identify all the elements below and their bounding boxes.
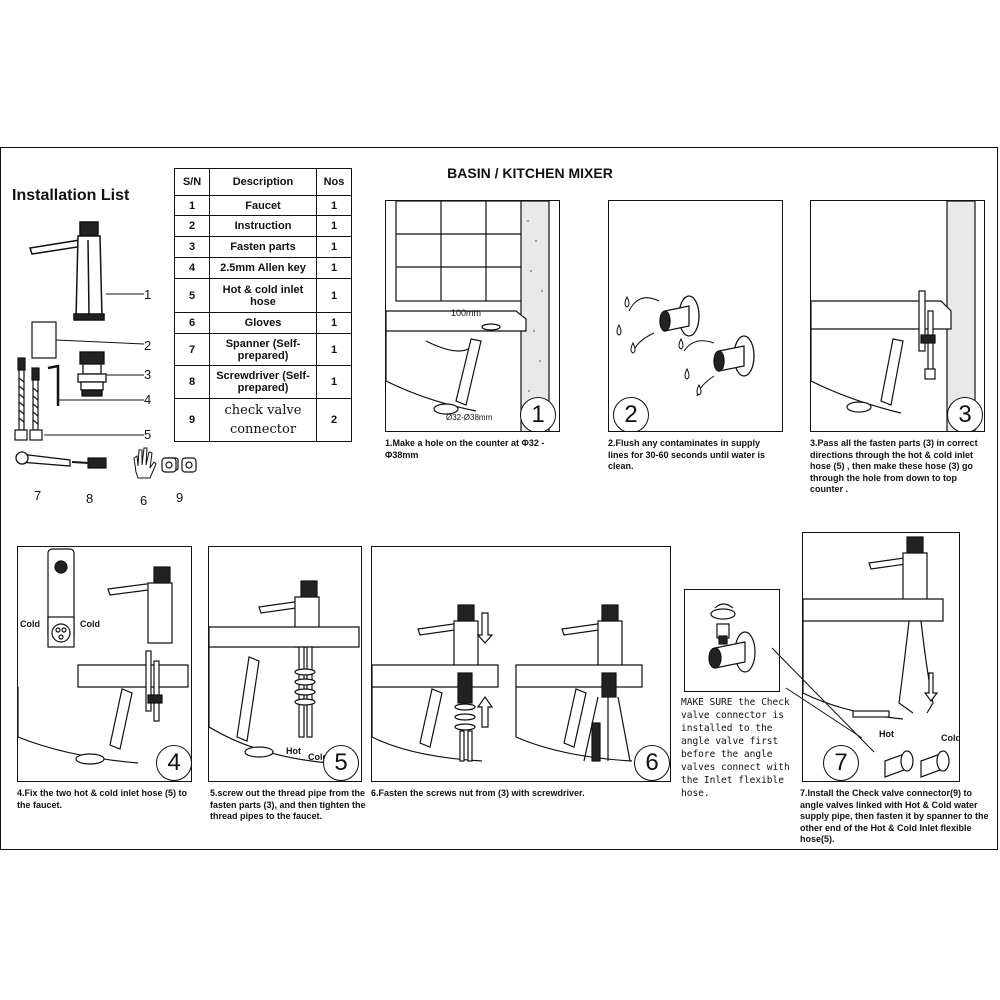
step-2-caption: 2.Flush any contaminates in supply lines…	[608, 438, 766, 471]
row-desc: check valve connector	[209, 398, 317, 442]
step-1-panel: 100mm Ø32-Ø38mm 1	[385, 200, 560, 432]
part-number-9: 9	[176, 490, 184, 505]
part-number-4: 4	[144, 392, 152, 407]
spanner-icon	[15, 451, 71, 467]
row-desc: Gloves	[209, 312, 317, 334]
instruction-sheet-icon	[31, 321, 57, 359]
step-4-label-cold-right: Cold	[80, 619, 100, 629]
screwdriver-icon	[71, 457, 107, 469]
step-3-number: 3	[947, 397, 983, 431]
step-7-number: 7	[823, 745, 859, 781]
allen-key-icon	[47, 364, 60, 406]
row-nos: 1	[316, 333, 352, 366]
step-4-label-cold-left: Cold	[20, 619, 40, 629]
step-4-number: 4	[156, 745, 191, 781]
check-valve-connector-icon	[708, 603, 756, 673]
step-7-leader-lines	[771, 647, 875, 753]
step-1-label-distance: 100mm	[451, 308, 482, 318]
step-7-caption: 7.Install the Check valve connector(9) t…	[800, 788, 989, 844]
step-6-number: 6	[634, 745, 670, 781]
row-nos: 1	[316, 312, 352, 334]
part-number-3: 3	[144, 367, 152, 382]
header-sn: S/N	[174, 168, 210, 196]
check-valve-connector-icon	[161, 457, 197, 473]
row-nos: 2	[316, 398, 352, 442]
step-6-caption: 6.Fasten the screws nut from (3) with sc…	[371, 788, 585, 798]
part-number-1: 1	[144, 287, 152, 302]
step-1-caption: 1.Make a hole on the counter at Φ32 - Φ3…	[385, 438, 545, 460]
gloves-icon	[133, 447, 157, 479]
row-nos: 1	[316, 195, 352, 216]
faucet-part-icon	[29, 221, 105, 321]
step-1-number: 1	[520, 397, 556, 431]
make-sure-note: MAKE SURE the Check valve connector is i…	[681, 697, 790, 799]
row-nos: 1	[316, 365, 352, 399]
check-valve-detail-panel	[684, 589, 780, 692]
step-7-panel: Hot Cold 7	[802, 532, 960, 782]
parts-illustration	[14, 221, 179, 479]
step-4-panel: Cold Cold 4	[17, 546, 192, 782]
part-number-7: 7	[34, 488, 42, 503]
step-1-label-diameter: Ø32-Ø38mm	[446, 413, 493, 422]
step-4-caption: 4.Fix the two hot & cold inlet hose (5) …	[17, 788, 188, 810]
part-number-8: 8	[86, 491, 94, 506]
row-sn: 8	[174, 365, 210, 399]
step-7-label-hot: Hot	[879, 729, 894, 739]
step-3-caption: 3.Pass all the fasten parts (3) in corre…	[810, 438, 978, 494]
row-desc: 2.5mm Allen key	[209, 257, 317, 279]
row-desc: Hot & cold inlet hose	[209, 278, 317, 313]
row-desc: Faucet	[209, 195, 317, 216]
row-nos: 1	[316, 257, 352, 279]
part-number-6: 6	[140, 493, 148, 508]
step-7-label-cold: Cold	[941, 733, 960, 743]
row-nos: 1	[316, 236, 352, 258]
step-6-panel: 6	[371, 546, 671, 782]
down-arrow-icon	[476, 612, 494, 644]
step-5-label-hot: Hot	[286, 746, 301, 756]
row-nos: 1	[316, 278, 352, 313]
step-5-panel: Hot Cold 5	[208, 546, 362, 782]
step-5-number: 5	[323, 745, 359, 781]
angle-valve-icon	[659, 295, 755, 377]
step-5-label-cold: Cold	[308, 752, 328, 762]
up-arrow-icon	[476, 695, 494, 728]
step-2-number: 2	[613, 397, 649, 431]
step-2-panel: 2	[608, 200, 783, 432]
row-sn: 7	[174, 333, 210, 366]
page-title: BASIN / KITCHEN MIXER	[447, 165, 613, 181]
fasten-parts-icon	[77, 351, 107, 397]
instruction-sheet-border	[0, 147, 998, 850]
row-desc: Instruction	[209, 215, 317, 237]
row-desc: Spanner (Self-prepared)	[209, 333, 317, 366]
part-number-5: 5	[144, 427, 152, 442]
header-nos: Nos	[316, 168, 352, 196]
row-nos: 1	[316, 215, 352, 237]
step-5-caption: 5.screw out the thread pipe from the fas…	[210, 788, 366, 821]
water-drop-icon	[616, 295, 702, 396]
part-number-2: 2	[144, 338, 152, 353]
row-desc: Fasten parts	[209, 236, 317, 258]
step-3-panel: 3	[810, 200, 985, 432]
inlet-hose-icon	[14, 357, 43, 441]
row-desc: Screwdriver (Self-prepared)	[209, 365, 317, 399]
installation-list-heading: Installation List	[12, 187, 130, 204]
header-description: Description	[209, 168, 317, 196]
